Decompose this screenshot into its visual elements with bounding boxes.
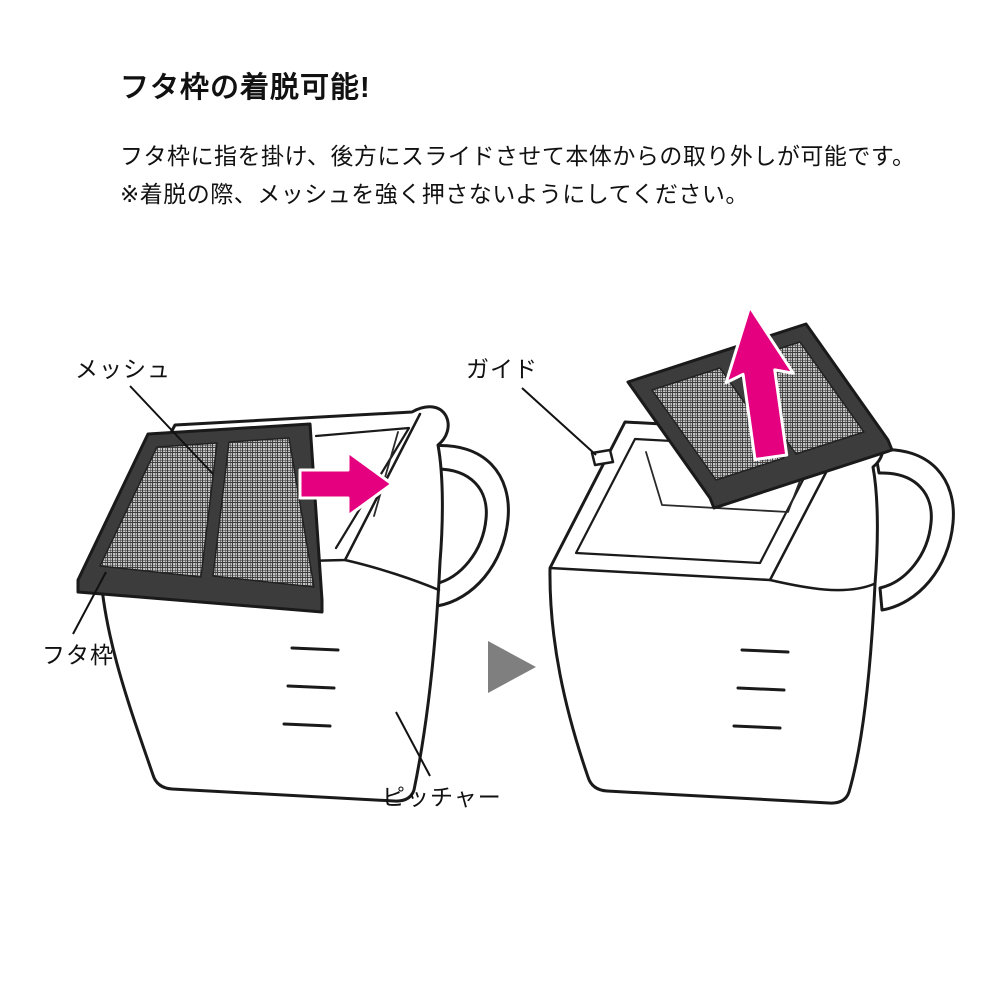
next-step-arrow-icon bbox=[488, 641, 536, 693]
graduation-marks bbox=[732, 648, 790, 730]
pitcher-handle bbox=[873, 448, 955, 612]
mesh-panel-left bbox=[99, 442, 218, 578]
leader-line-pitcher bbox=[395, 711, 431, 777]
label-guide: ガイド bbox=[466, 356, 538, 382]
guide-notch bbox=[590, 448, 615, 467]
leader-line-mesh bbox=[129, 385, 214, 475]
mesh-panel-right bbox=[212, 437, 315, 588]
right-illustration bbox=[548, 305, 955, 805]
label-mesh: メッシュ bbox=[75, 356, 171, 382]
rim-lip-edge bbox=[768, 578, 876, 592]
leader-line-lid-frame bbox=[72, 571, 107, 635]
left-illustration bbox=[76, 405, 510, 803]
inner-wall-line bbox=[373, 431, 399, 517]
label-lid-frame: フタ枠 bbox=[42, 642, 114, 668]
lid-frame bbox=[76, 422, 324, 614]
label-pitcher: ピッチャー bbox=[382, 784, 502, 810]
note-text: ※着脱の際、メッシュを強く押さないようにしてください。 bbox=[120, 181, 749, 207]
graduation-marks bbox=[282, 646, 340, 728]
leader-line-guide bbox=[521, 387, 597, 456]
slide-right-arrow-icon bbox=[298, 450, 394, 518]
description-text: フタ枠に指を掛け、後方にスライドさせて本体からの取り外しが可能です。 bbox=[120, 143, 916, 169]
lift-up-arrow-icon bbox=[724, 305, 795, 461]
page-title: フタ枠の着脱可能! bbox=[120, 72, 371, 104]
inner-wall-lines bbox=[645, 451, 809, 513]
rim-lip-edge bbox=[343, 558, 441, 592]
leader-lines bbox=[72, 385, 597, 777]
mesh-panel-left bbox=[651, 367, 785, 481]
